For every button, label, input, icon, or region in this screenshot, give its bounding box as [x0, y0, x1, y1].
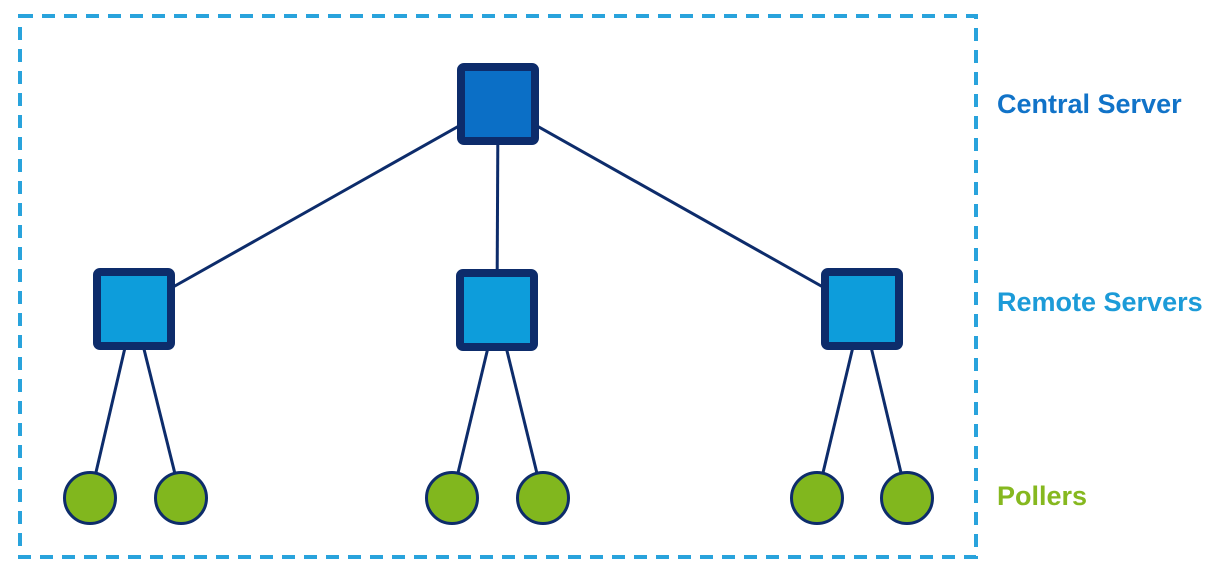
poller-3 — [425, 471, 479, 525]
remote-server-1 — [93, 268, 175, 350]
poller-6 — [880, 471, 934, 525]
poller-1 — [63, 471, 117, 525]
poller-2 — [154, 471, 208, 525]
edge-central-server-remote-server-3 — [497, 102, 863, 311]
poller-4 — [516, 471, 570, 525]
pollers-label: Pollers — [997, 480, 1088, 511]
remote-servers-label: Remote Servers — [997, 286, 1203, 317]
central-server-label: Central Server — [997, 88, 1182, 119]
poller-5 — [790, 471, 844, 525]
remote-server-2 — [456, 269, 538, 351]
central-server — [457, 63, 539, 145]
remote-server-3 — [821, 268, 903, 350]
edge-central-server-remote-server-1 — [133, 102, 499, 311]
